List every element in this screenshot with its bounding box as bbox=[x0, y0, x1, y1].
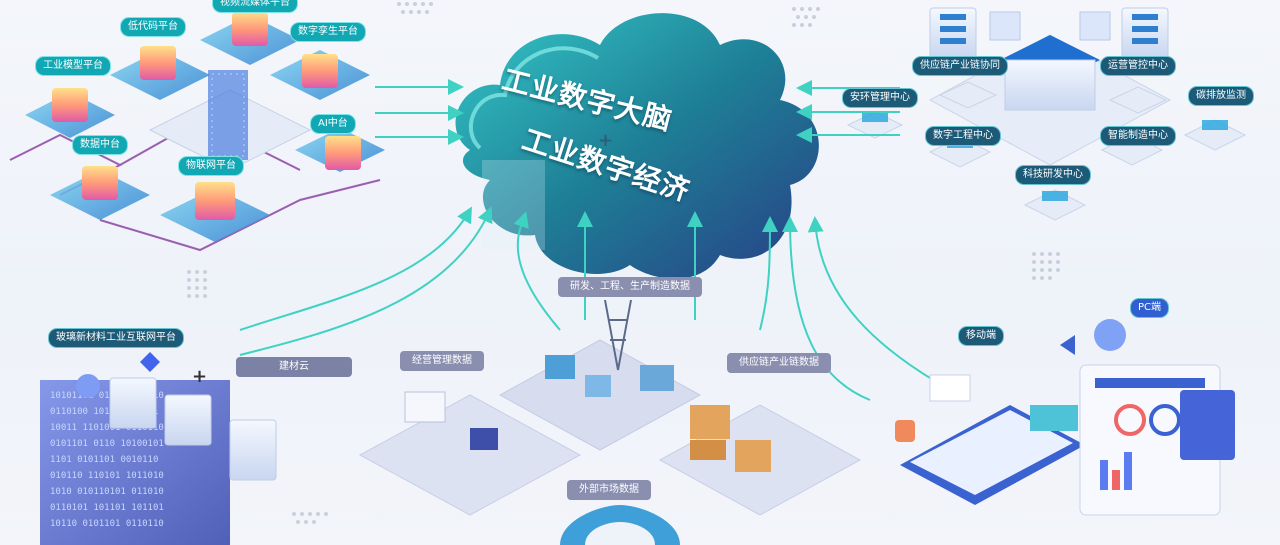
svg-text:10110 0101101 0110110: 10110 0101101 0110110 bbox=[50, 519, 164, 529]
label-carbon-monitoring: 碳排放监测 bbox=[1188, 86, 1254, 106]
bottom-right-devices bbox=[895, 319, 1235, 516]
label-industrial-model-platform: 工业模型平台 bbox=[35, 56, 111, 76]
label-video-streaming: 视频流媒体平台 bbox=[212, 0, 298, 13]
label-business-data: 经营管理数据 bbox=[400, 351, 484, 371]
svg-text:0101101 0110 10100101: 0101101 0110 10100101 bbox=[50, 439, 164, 449]
label-ai-platform: AI中台 bbox=[310, 114, 356, 134]
label-iot-platform: 物联网平台 bbox=[178, 156, 244, 176]
label-ops-control-center: 运营管控中心 bbox=[1100, 56, 1176, 76]
svg-text:0110101 101101 101101: 0110101 101101 101101 bbox=[50, 503, 164, 513]
label-rnd-center: 科技研发中心 bbox=[1015, 165, 1091, 185]
label-data-platform: 数据中台 bbox=[72, 135, 128, 155]
label-supply-chain-collab: 供应链产业链协同 bbox=[912, 56, 1008, 76]
svg-text:010110 110101 1011010: 010110 110101 1011010 bbox=[50, 471, 164, 481]
data-towers bbox=[52, 12, 361, 220]
label-safety-env-center: 安环管理中心 bbox=[842, 88, 918, 108]
svg-text:1010 010110101 011010: 1010 010110101 011010 bbox=[50, 487, 164, 497]
svg-text:10011 1101001 0110110: 10011 1101001 0110110 bbox=[50, 423, 164, 433]
svg-text:0110100 101 01101011: 0110100 101 01101011 bbox=[50, 407, 158, 417]
label-lowcode-platform: 低代码平台 bbox=[120, 17, 186, 37]
label-pc: PC端 bbox=[1130, 298, 1170, 318]
label-market-data: 外部市场数据 bbox=[567, 480, 651, 500]
label-building-cloud: 建材云 bbox=[236, 357, 352, 377]
dot-pattern bbox=[187, 2, 1060, 524]
label-smart-manufacturing-center: 智能制造中心 bbox=[1100, 126, 1176, 146]
flow-arrows bbox=[239, 79, 951, 401]
svg-text:1101 0101101 0010110: 1101 0101101 0010110 bbox=[50, 455, 158, 465]
bottom-left-scene: 10101101 011001 10110 0110100 101 011010… bbox=[40, 352, 277, 545]
label-supply-chain-data: 供应链产业链数据 bbox=[727, 353, 831, 373]
label-glass-platform: 玻璃新材料工业互联网平台 bbox=[48, 328, 184, 348]
cloud-graphic bbox=[455, 13, 819, 279]
label-mobile: 移动端 bbox=[958, 326, 1004, 346]
label-digital-engineering-center: 数字工程中心 bbox=[925, 126, 1001, 146]
left-platform-cluster bbox=[25, 15, 385, 242]
bottom-plus-sign: + bbox=[192, 366, 208, 387]
label-digital-twin-platform: 数字孪生平台 bbox=[290, 22, 366, 42]
cloud-plus-sign: + bbox=[598, 130, 614, 151]
svg-text:10101101 011001 10110: 10101101 011001 10110 bbox=[50, 391, 164, 401]
bottom-center-platforms bbox=[358, 299, 862, 545]
label-rnd-production-data: 研发、工程、生产制造数据 bbox=[558, 277, 702, 297]
